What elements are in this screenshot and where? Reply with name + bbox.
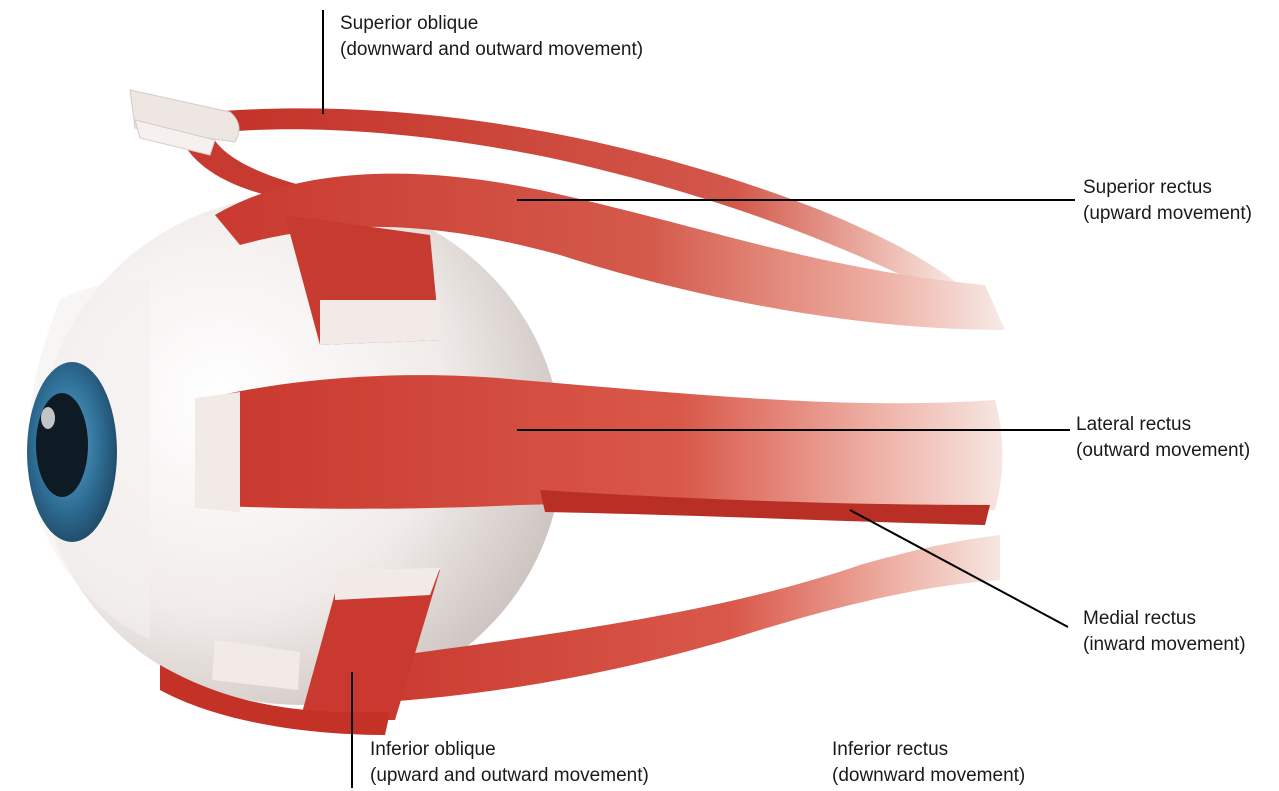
pupil: [36, 393, 88, 497]
label-medial-rectus-title: Medial rectus: [1083, 606, 1246, 632]
label-superior-rectus: Superior rectus (upward movement): [1083, 175, 1252, 227]
label-inferior-rectus-title: Inferior rectus: [832, 737, 1025, 763]
label-superior-rectus-title: Superior rectus: [1083, 175, 1252, 201]
superior-rectus-tendon-strip: [320, 300, 440, 345]
label-lateral-rectus: Lateral rectus (outward movement): [1076, 412, 1250, 464]
label-superior-oblique-desc: (downward and outward movement): [340, 37, 643, 63]
lateral-rectus-muscle: [195, 375, 1003, 512]
pupil-highlight: [41, 407, 55, 429]
label-inferior-rectus: Inferior rectus (downward movement): [832, 737, 1025, 789]
label-superior-oblique-title: Superior oblique: [340, 11, 643, 37]
label-inferior-oblique-title: Inferior oblique: [370, 737, 649, 763]
label-inferior-oblique-desc: (upward and outward movement): [370, 763, 649, 789]
label-medial-rectus-desc: (inward movement): [1083, 632, 1246, 658]
label-inferior-oblique: Inferior oblique (upward and outward mov…: [370, 737, 649, 789]
lateral-rectus-tendon: [195, 392, 240, 512]
label-superior-rectus-desc: (upward movement): [1083, 201, 1252, 227]
lateral-rectus-belly: [200, 375, 1003, 510]
label-superior-oblique: Superior oblique (downward and outward m…: [340, 11, 643, 63]
inferior-oblique-tendon: [335, 568, 440, 600]
iris-group: [27, 362, 117, 542]
label-lateral-rectus-title: Lateral rectus: [1076, 412, 1250, 438]
label-lateral-rectus-desc: (outward movement): [1076, 438, 1250, 464]
label-medial-rectus: Medial rectus (inward movement): [1083, 606, 1246, 658]
label-inferior-rectus-desc: (downward movement): [832, 763, 1025, 789]
